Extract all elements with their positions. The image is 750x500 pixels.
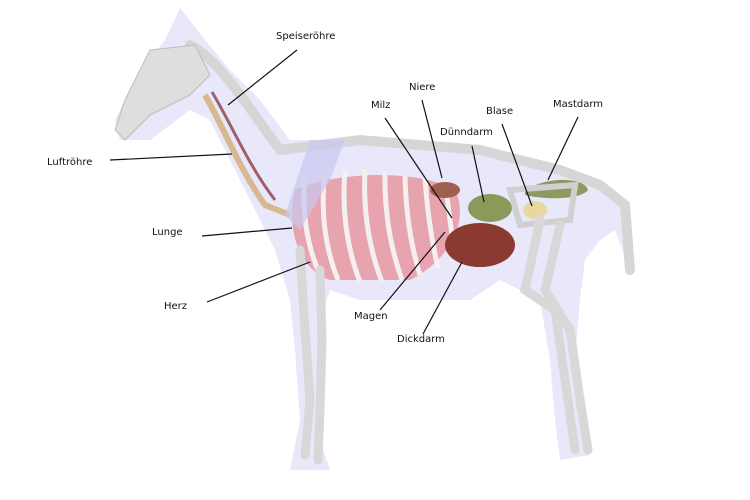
- label-niere: Niere: [409, 82, 436, 93]
- skull: [114, 44, 211, 141]
- bladder: [523, 201, 547, 219]
- label-dickdarm: Dickdarm: [397, 334, 445, 345]
- esophagus: [210, 91, 277, 201]
- leader-milz: [384, 117, 453, 219]
- scapula: [285, 140, 345, 230]
- kidney: [430, 182, 460, 198]
- leader-herz: [206, 261, 311, 303]
- leader-lines: [109, 49, 579, 335]
- label-magen: Magen: [354, 311, 388, 322]
- leader-mastdarm: [547, 116, 579, 181]
- spine: [185, 40, 635, 275]
- label-luftroehre: Luftröhre: [47, 157, 93, 168]
- label-duenndarm: Dünndarm: [440, 127, 493, 138]
- label-milz: Milz: [371, 100, 391, 111]
- leader-dickdarm: [422, 261, 463, 335]
- leader-speiseroehre: [227, 49, 298, 106]
- label-speiseroehre: Speiseröhre: [276, 31, 336, 42]
- label-herz: Herz: [164, 301, 188, 312]
- leader-luftroehre: [109, 153, 233, 161]
- legs: [295, 215, 593, 465]
- pelvis: [506, 181, 579, 229]
- label-mastdarm: Mastdarm: [553, 99, 604, 110]
- large-intestine: [445, 223, 515, 267]
- lung: [291, 175, 460, 280]
- leader-magen: [379, 231, 446, 311]
- leader-niere: [421, 99, 443, 179]
- label-blase: Blase: [486, 106, 514, 117]
- leader-blase: [501, 123, 533, 207]
- leader-duenndarm: [471, 145, 485, 203]
- trachea: [202, 93, 292, 218]
- leader-lunge: [201, 227, 293, 237]
- label-lunge: Lunge: [152, 227, 183, 238]
- small-intestine: [468, 194, 512, 222]
